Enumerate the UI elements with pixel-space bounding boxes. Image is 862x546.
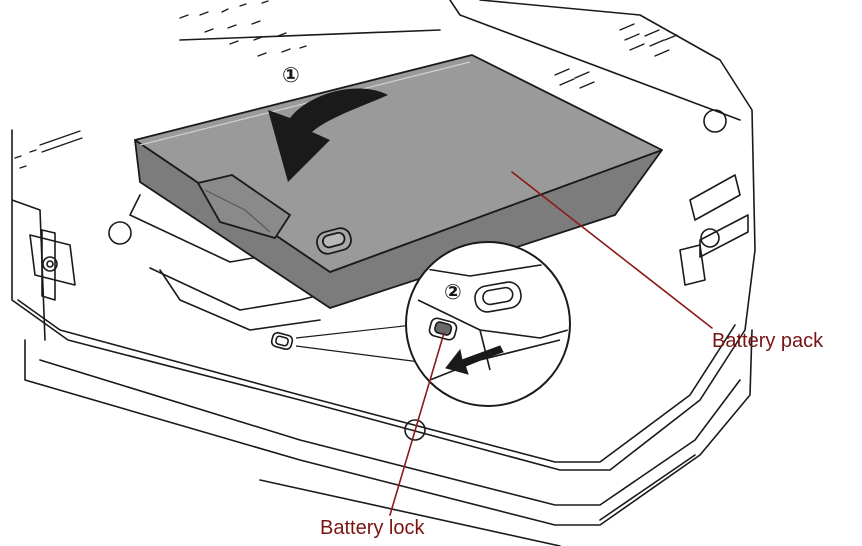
battery-pack-leader: [511, 171, 713, 329]
battery-lock-label: Battery lock: [320, 517, 425, 539]
rotate-arrow-icon: [268, 88, 388, 182]
vent-holes: [14, 0, 678, 169]
battery-lock-leader: [389, 332, 445, 516]
battery-pack: [134, 54, 663, 309]
step-1-marker: ①: [282, 63, 300, 87]
slide-arrow-icon: [445, 345, 504, 375]
laptop-chassis: [11, 0, 756, 546]
step-2-marker: ②: [444, 280, 462, 304]
battery-pack-label: Battery pack: [712, 330, 824, 352]
callout-lines: [389, 171, 713, 516]
